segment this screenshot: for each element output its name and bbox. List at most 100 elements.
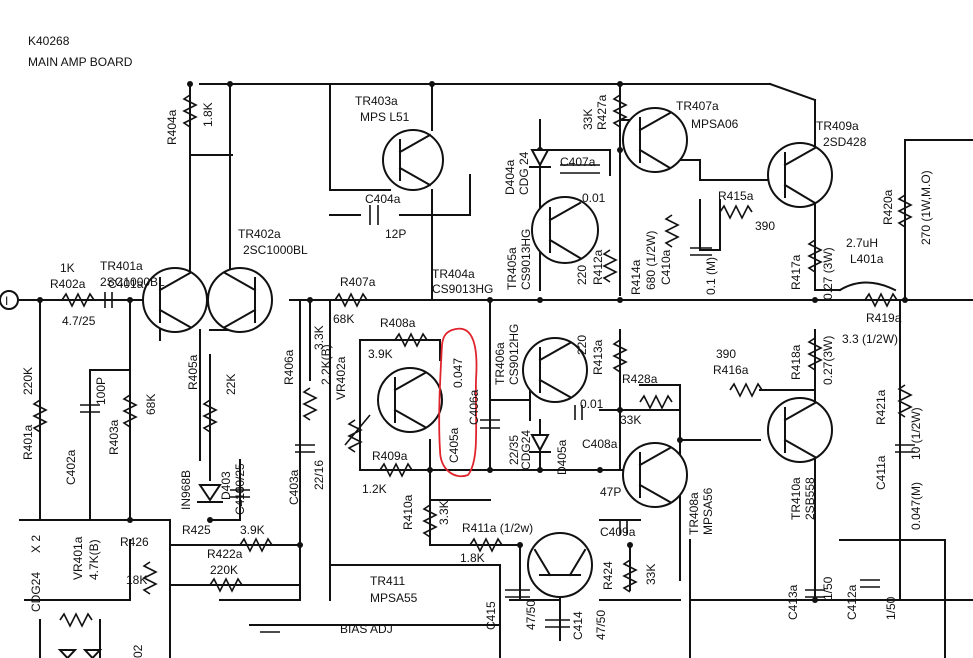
transistor-tr403a xyxy=(382,129,444,191)
transistor-tr410a xyxy=(767,397,833,463)
r426-value: 18K xyxy=(126,573,147,587)
c415-value: 47/50 xyxy=(524,600,538,630)
c414-value: 47/50 xyxy=(594,610,608,640)
r416a-value: 390 xyxy=(716,347,736,361)
c406a-ref: C406a xyxy=(467,389,481,425)
r404a-value: 1.8K xyxy=(201,102,215,127)
r415a-ref: R415a xyxy=(718,189,754,203)
vr401a-ref: VR401a xyxy=(71,536,85,580)
r428a-ref: R428a xyxy=(622,372,658,386)
c413a-ref: C413a xyxy=(786,584,800,620)
c416-ref: C416 xyxy=(233,486,247,515)
r415a-value: 390 xyxy=(755,219,775,233)
c404a-ref: C404a xyxy=(365,192,401,206)
tr411-ref: TR411 xyxy=(370,574,405,588)
c414-ref: C414 xyxy=(571,611,585,640)
d405a-ref: D405a xyxy=(555,439,569,475)
tr401a-ref: TR401a xyxy=(100,259,143,273)
r425-value: 3.9K xyxy=(240,523,265,537)
c410a-value: 0.1 (M) xyxy=(704,257,718,295)
c409a-ref: C409a xyxy=(600,525,636,539)
r420a-value: 270 (1W,M.O) xyxy=(919,170,933,245)
r414a-value: 680 (1/2W) xyxy=(644,231,658,290)
r412a-value: 220 xyxy=(575,265,589,285)
r409a-ref: R409a xyxy=(372,449,408,463)
r422a-ref: R422a xyxy=(207,547,243,561)
r425-ref: R425 xyxy=(182,523,211,537)
c404a-value: 12P xyxy=(385,227,406,241)
d404a-part: CDG 24 xyxy=(517,151,531,195)
c408a-ref: C408a xyxy=(582,437,618,451)
r410a-ref: R410a xyxy=(401,494,415,530)
tr405a-part: CS9013HG xyxy=(519,229,533,290)
c406a-value: 22/35 xyxy=(507,435,521,465)
input-terminal[interactable] xyxy=(0,290,19,310)
c412a-value: 1/50 xyxy=(884,596,898,620)
vr401a-value: 4.7K(B) xyxy=(87,539,101,580)
r409a-value: 1.2K xyxy=(362,482,387,496)
r403a-value: 68K xyxy=(144,394,158,415)
r408a-ref: R408a xyxy=(380,316,416,330)
tr407a-part: MPSA06 xyxy=(691,117,739,131)
r416a-ref: R416a xyxy=(713,363,749,377)
tr410a-part: 2SB558 xyxy=(803,477,817,520)
d403-part: IN968B xyxy=(179,470,193,510)
d405a-part: CDG24 xyxy=(519,430,533,470)
cdg24-part: CDG24 xyxy=(29,572,43,612)
r411a-value: 1.8K xyxy=(460,551,485,565)
c405a-value: 0.047 xyxy=(451,358,465,388)
c402a-ref: C402a xyxy=(64,449,78,485)
c407a-ref: C407a xyxy=(560,155,596,169)
d404a-ref: D404a xyxy=(503,159,517,195)
transistor-tr407a xyxy=(622,107,688,173)
c411a-ref: C411a xyxy=(874,455,888,490)
vr402a-ref: VR402a xyxy=(334,356,348,400)
tr406a-ref: TR406a xyxy=(493,342,507,385)
tr410a-ref: TR410a xyxy=(789,477,803,520)
c401a-ref: C401a xyxy=(108,277,144,291)
tr406a-part: CS9012HG xyxy=(507,324,521,385)
junction-dots xyxy=(37,81,908,603)
bias-adj-label: BIAS ADJ xyxy=(340,622,393,636)
tr402a-ref: TR402a xyxy=(238,227,281,241)
transistor-tr402a xyxy=(207,267,273,333)
r410a-value: 3.3K xyxy=(437,500,451,525)
transistor-tr405a xyxy=(531,196,599,264)
r424-ref: R424 xyxy=(601,561,615,590)
c410a-ref: C410a xyxy=(659,249,673,285)
r404a-ref: R404a xyxy=(165,109,179,145)
transistor-symbols xyxy=(142,107,833,598)
l401a-value: 2.7uH xyxy=(846,236,878,250)
c413a-value: 1/50 xyxy=(821,576,835,600)
partial-label: 02 xyxy=(131,644,145,658)
tr411-part: MPSA55 xyxy=(370,591,418,605)
c407a-value: 0.01 xyxy=(582,191,606,205)
c403a-value: 22/16 xyxy=(312,460,326,490)
tr404a-part: CS9013HG xyxy=(432,282,493,296)
r421a-ref: R421a xyxy=(874,389,888,425)
r401a-ref: R401a xyxy=(21,424,35,460)
r418a-value: 0.27(3W) xyxy=(821,336,835,385)
r412a-ref: R412a xyxy=(591,249,605,285)
wiring xyxy=(19,82,973,658)
r407a-ref: R407a xyxy=(340,275,376,289)
r420a-ref: R420a xyxy=(881,189,895,225)
l401a-ref: L401a xyxy=(850,252,884,266)
tr409a-ref: TR409a xyxy=(816,119,859,133)
c416-value: 100/25 xyxy=(233,463,247,500)
r405a-value: 22K xyxy=(224,374,238,395)
c408a-value: 0.01 xyxy=(580,397,604,411)
tr405a-ref: TR405a xyxy=(505,247,519,290)
r413a-value: 220 xyxy=(575,335,589,355)
r405a-ref: R405a xyxy=(186,354,200,390)
highlight-circle xyxy=(438,327,478,478)
capacitor-symbols xyxy=(80,164,915,633)
transistor-tr404a xyxy=(377,367,443,433)
transistor-tr411 xyxy=(527,532,593,598)
r407a-value: 68K xyxy=(333,312,354,326)
r402a-ref: R402a xyxy=(50,277,86,291)
c401a-value: 4.7/25 xyxy=(62,314,96,328)
r413a-ref: R413a xyxy=(591,339,605,375)
tr402a-part: 2SC1000BL xyxy=(243,243,308,257)
c402a-value: 100P xyxy=(94,377,108,405)
